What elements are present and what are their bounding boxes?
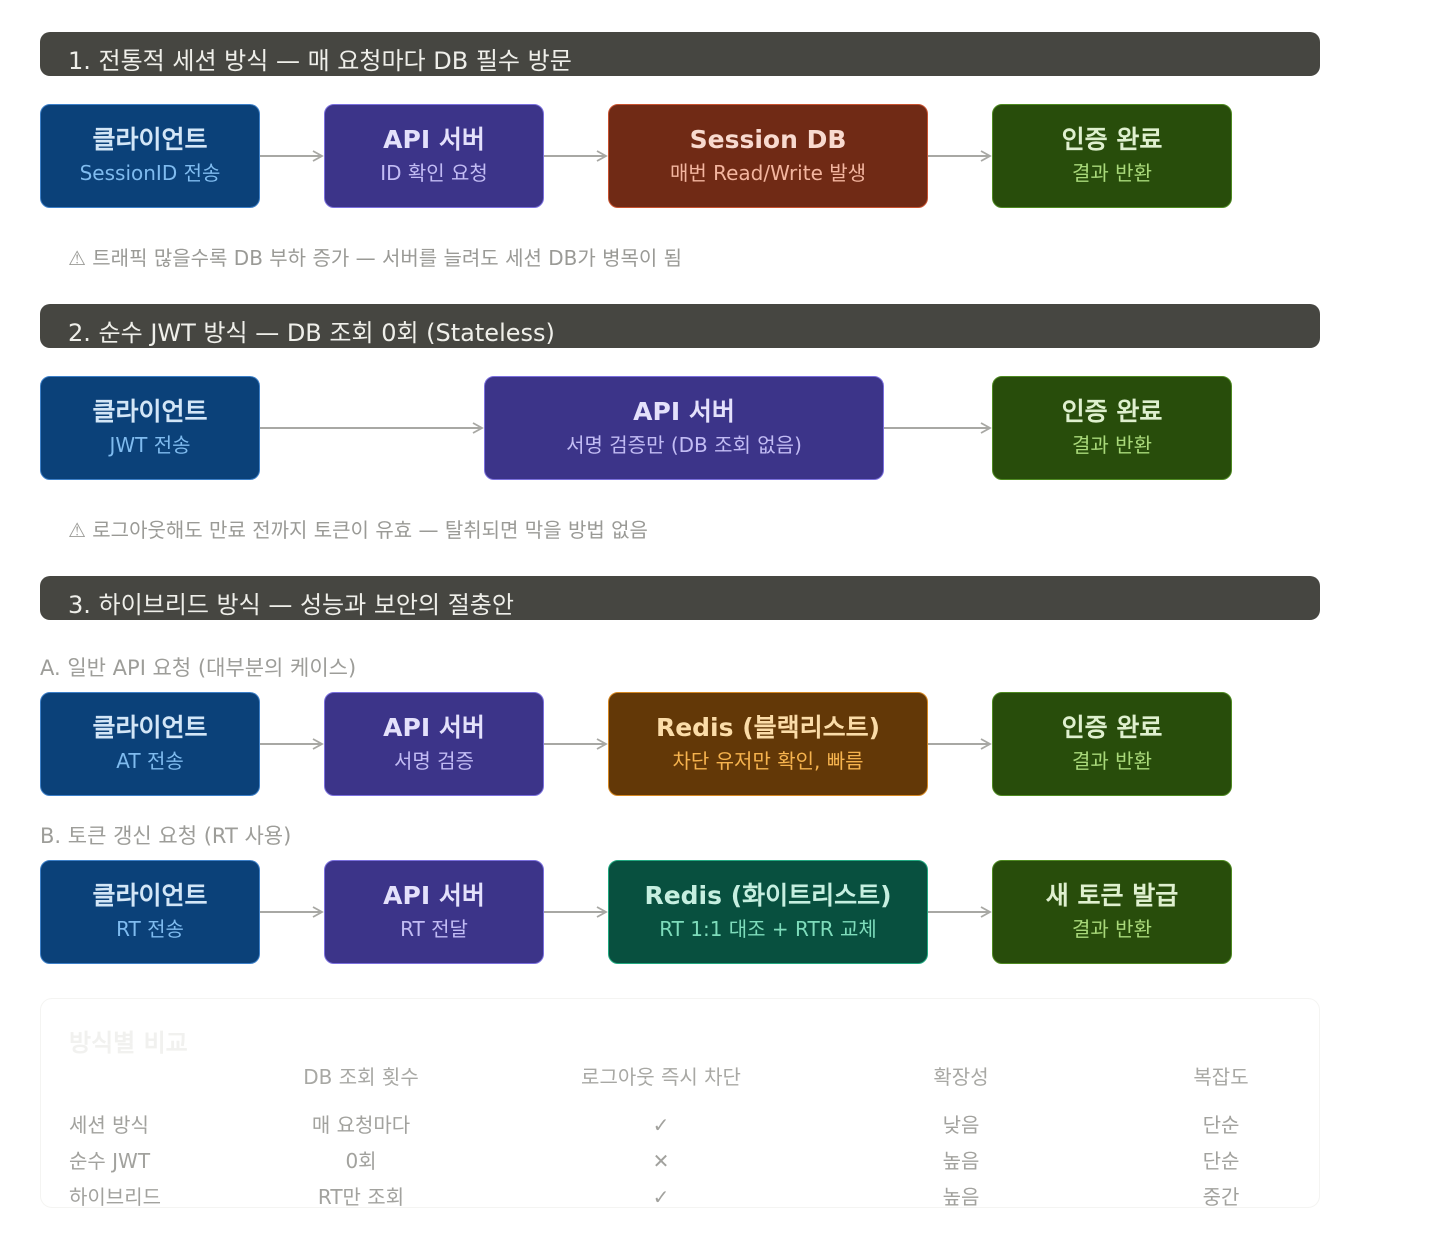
s3a-client-node: 클라이언트 AT 전송	[40, 692, 260, 796]
comparison-table: 방식별 비교 DB 조회 횟수 로그아웃 즉시 차단 확장성 복잡도 세션 방식…	[40, 998, 1320, 1209]
s3-flow-a-label: A. 일반 API 요청 (대부분의 케이스)	[40, 656, 357, 680]
node-subtitle: 결과 반환	[1072, 161, 1152, 185]
row-db: RT만 조회	[317, 1185, 405, 1209]
s3a-redis-blacklist-node: Redis (블랙리스트) 차단 유저만 확인, 빠름	[608, 692, 928, 796]
node-title: API 서버	[383, 125, 485, 154]
row-logout: ✓	[652, 1113, 670, 1137]
row-scale: 낮음	[942, 1113, 980, 1137]
node-subtitle: RT 전송	[116, 917, 184, 941]
node-subtitle: JWT 전송	[109, 433, 191, 457]
node-title: 인증 완료	[1061, 125, 1163, 154]
row-db: 0회	[345, 1149, 377, 1173]
row-name: 하이브리드	[69, 1185, 161, 1209]
node-title: 클라이언트	[92, 125, 208, 154]
col-header-scale: 확장성	[933, 1065, 989, 1089]
node-subtitle: SessionID 전송	[79, 161, 221, 185]
col-header-db: DB 조회 횟수	[303, 1065, 419, 1089]
s3b-redis-whitelist-node: Redis (화이트리스트) RT 1:1 대조 + RTR 교체	[608, 860, 928, 964]
s3b-new-token-node: 새 토큰 발급 결과 반환	[992, 860, 1232, 964]
s2-auth-done-node: 인증 완료 결과 반환	[992, 376, 1232, 480]
row-name: 순수 JWT	[69, 1149, 151, 1173]
s3-flow-b-label: B. 토큰 갱신 요청 (RT 사용)	[40, 824, 292, 848]
node-title: 인증 완료	[1061, 397, 1163, 426]
row-complexity: 중간	[1202, 1185, 1240, 1209]
s3a-auth-done-node: 인증 완료 결과 반환	[992, 692, 1232, 796]
comparison-title: 방식별 비교	[69, 1029, 188, 1057]
s3a-api-server-node: API 서버 서명 검증	[324, 692, 544, 796]
node-title: API 서버	[383, 881, 485, 910]
row-complexity: 단순	[1202, 1149, 1240, 1173]
node-title: Session DB	[689, 125, 847, 154]
row-db: 매 요청마다	[311, 1113, 411, 1137]
node-title: API 서버	[383, 713, 485, 742]
node-title: Redis (블랙리스트)	[655, 713, 881, 742]
section2-header: 2. 순수 JWT 방식 — DB 조회 0회 (Stateless)	[40, 304, 1320, 348]
s2-warning-note: ⚠ 로그아웃해도 만료 전까지 토큰이 유효 — 탈취되면 막을 방법 없음	[68, 518, 648, 542]
s1-session-db-node: Session DB 매번 Read/Write 발생	[608, 104, 928, 208]
s1-warning-note: ⚠ 트래픽 많을수록 DB 부하 증가 — 서버를 늘려도 세션 DB가 병목이…	[68, 246, 683, 270]
node-subtitle: AT 전송	[116, 749, 184, 773]
s1-auth-done-node: 인증 완료 결과 반환	[992, 104, 1232, 208]
node-subtitle: ID 확인 요청	[380, 161, 488, 185]
s2-client-node: 클라이언트 JWT 전송	[40, 376, 260, 480]
s3b-client-node: 클라이언트 RT 전송	[40, 860, 260, 964]
node-title: 인증 완료	[1061, 713, 1163, 742]
node-subtitle: 차단 유저만 확인, 빠름	[672, 749, 864, 773]
s1-client-node: 클라이언트 SessionID 전송	[40, 104, 260, 208]
node-title: API 서버	[633, 397, 735, 426]
node-title: 새 토큰 발급	[1045, 881, 1179, 910]
s3b-api-server-node: API 서버 RT 전달	[324, 860, 544, 964]
node-subtitle: 결과 반환	[1072, 433, 1152, 457]
row-scale: 높음	[942, 1185, 980, 1209]
s2-api-server-node: API 서버 서명 검증만 (DB 조회 없음)	[484, 376, 884, 480]
s1-api-server-node: API 서버 ID 확인 요청	[324, 104, 544, 208]
section1-header: 1. 전통적 세션 방식 — 매 요청마다 DB 필수 방문	[40, 32, 1320, 76]
row-scale: 높음	[942, 1149, 980, 1173]
node-subtitle: RT 1:1 대조 + RTR 교체	[659, 917, 877, 941]
node-subtitle: 서명 검증만 (DB 조회 없음)	[566, 433, 802, 457]
node-title: Redis (화이트리스트)	[644, 881, 892, 910]
node-subtitle: RT 전달	[400, 917, 468, 941]
node-subtitle: 결과 반환	[1072, 917, 1152, 941]
node-subtitle: 서명 검증	[394, 749, 474, 773]
row-name: 세션 방식	[69, 1113, 149, 1137]
node-subtitle: 매번 Read/Write 발생	[669, 161, 867, 185]
node-title: 클라이언트	[92, 881, 208, 910]
node-title: 클라이언트	[92, 397, 208, 426]
col-header-complexity: 복잡도	[1193, 1065, 1249, 1089]
row-logout: ✕	[652, 1149, 670, 1173]
row-logout: ✓	[652, 1185, 670, 1209]
section3-header: 3. 하이브리드 방식 — 성능과 보안의 절충안	[40, 576, 1320, 620]
row-complexity: 단순	[1202, 1113, 1240, 1137]
node-title: 클라이언트	[92, 713, 208, 742]
col-header-logout: 로그아웃 즉시 차단	[581, 1065, 741, 1089]
node-subtitle: 결과 반환	[1072, 749, 1152, 773]
